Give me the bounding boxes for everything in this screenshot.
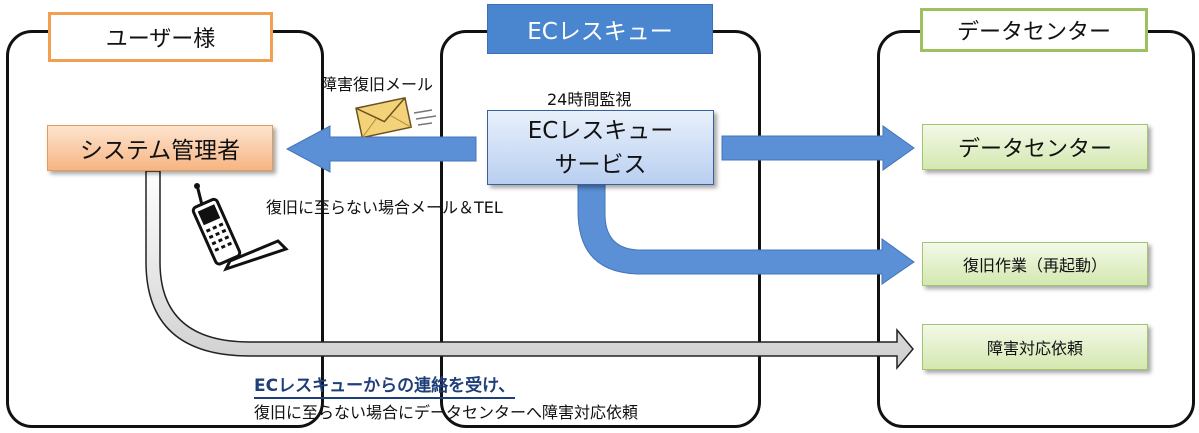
label-monitoring: 24時間監視	[547, 90, 632, 109]
node-recovery-work: 復旧作業（再起動）	[922, 242, 1148, 286]
node-sysadmin: システム管理者	[47, 125, 273, 171]
node-failure-request: 障害対応依頼	[922, 324, 1148, 370]
arrow-to-recovery	[577, 183, 915, 285]
label-recovery-mail: 障害復旧メール	[321, 75, 434, 94]
arrow-to-datacenter	[721, 125, 915, 171]
note-line-2: 復旧に至らない場合にデータセンターへ障害対応依頼	[254, 403, 639, 422]
envelope-icon	[355, 96, 437, 137]
node-ec-rescue-service: ECレスキュー サービス	[487, 110, 714, 185]
datacenter-panel-title: データセンター	[920, 8, 1148, 52]
note-line-1: ECレスキューからの連絡を受け、	[254, 371, 516, 399]
user-panel-title: ユーザー様	[48, 12, 273, 62]
ec-panel-title: ECレスキュー	[487, 4, 713, 54]
mobile-phone-icon	[191, 183, 289, 272]
label-mail-tel: 復旧に至らない場合メール＆TEL	[266, 198, 503, 217]
service-line-2: サービス	[554, 151, 647, 178]
node-datacenter: データセンター	[922, 124, 1148, 170]
arrow-to-failure-request	[145, 170, 914, 371]
service-line-1: ECレスキュー	[527, 117, 674, 144]
arrow-to-sysadmin	[285, 125, 477, 173]
